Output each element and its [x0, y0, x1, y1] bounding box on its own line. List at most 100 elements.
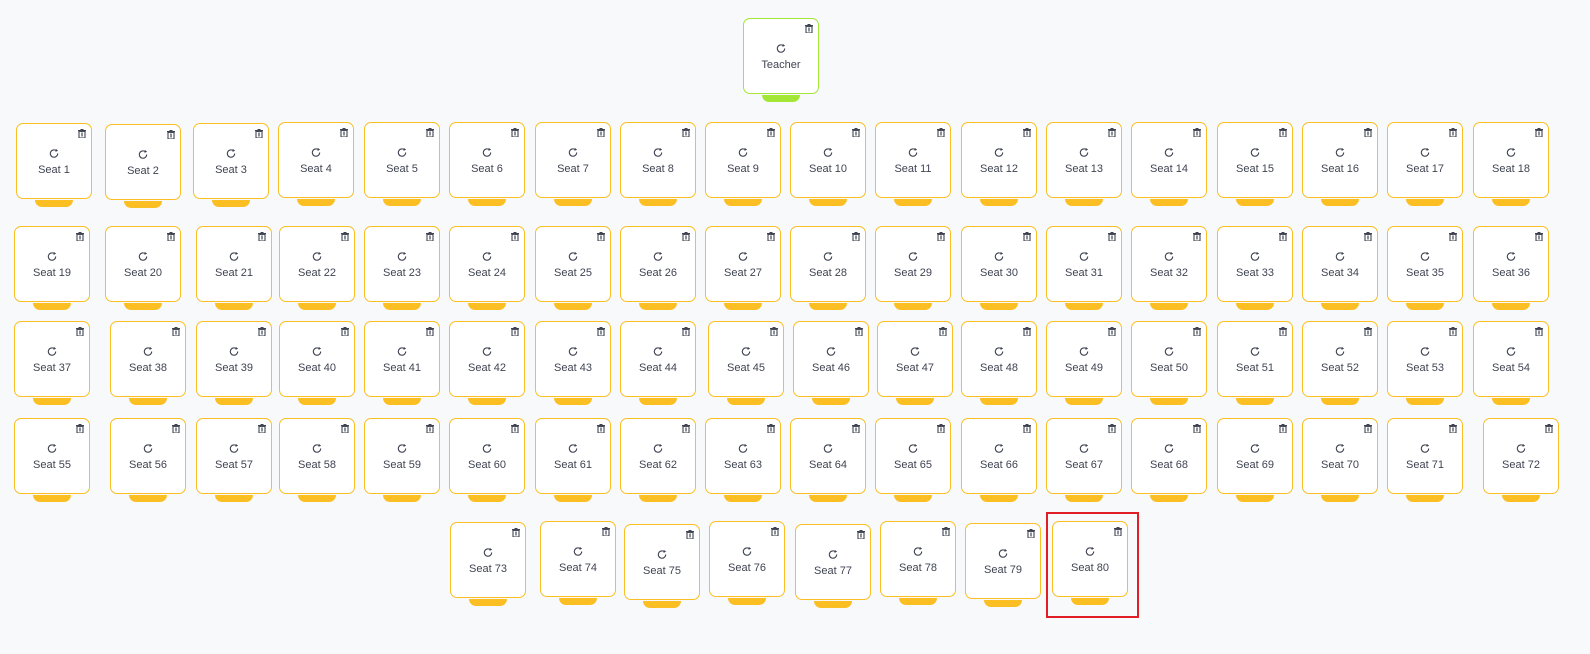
trash-icon[interactable]	[76, 424, 84, 433]
seat-49[interactable]: Seat 49	[1046, 321, 1122, 397]
rotate-cw-icon[interactable]	[47, 346, 58, 357]
seat-79[interactable]: Seat 79	[965, 523, 1041, 599]
seat-35[interactable]: Seat 35	[1387, 226, 1463, 302]
rotate-cw-icon[interactable]	[1335, 147, 1346, 158]
trash-icon[interactable]	[852, 128, 860, 137]
trash-icon[interactable]	[682, 327, 690, 336]
rotate-cw-icon[interactable]	[482, 147, 493, 158]
trash-icon[interactable]	[341, 232, 349, 241]
seat-57[interactable]: Seat 57	[196, 418, 272, 494]
seat-53[interactable]: Seat 53	[1387, 321, 1463, 397]
trash-icon[interactable]	[937, 232, 945, 241]
trash-icon[interactable]	[1023, 424, 1031, 433]
seat-77[interactable]: Seat 77	[795, 524, 871, 600]
trash-icon[interactable]	[1279, 327, 1287, 336]
seat-11[interactable]: Seat 11	[875, 122, 951, 198]
trash-icon[interactable]	[1279, 424, 1287, 433]
rotate-cw-icon[interactable]	[657, 549, 668, 560]
seat-4[interactable]: Seat 4	[278, 122, 354, 198]
seat-54[interactable]: Seat 54	[1473, 321, 1549, 397]
rotate-cw-icon[interactable]	[397, 147, 408, 158]
seat-2[interactable]: Seat 2	[105, 124, 181, 200]
seat-8[interactable]: Seat 8	[620, 122, 696, 198]
rotate-cw-icon[interactable]	[1164, 443, 1175, 454]
seat-14[interactable]: Seat 14	[1131, 122, 1207, 198]
seat-51[interactable]: Seat 51	[1217, 321, 1293, 397]
trash-icon[interactable]	[258, 424, 266, 433]
seat-39[interactable]: Seat 39	[196, 321, 272, 397]
trash-icon[interactable]	[767, 424, 775, 433]
rotate-cw-icon[interactable]	[998, 548, 1009, 559]
rotate-cw-icon[interactable]	[568, 251, 579, 262]
trash-icon[interactable]	[255, 129, 263, 138]
rotate-cw-icon[interactable]	[823, 147, 834, 158]
seat-44[interactable]: Seat 44	[620, 321, 696, 397]
trash-icon[interactable]	[682, 128, 690, 137]
trash-icon[interactable]	[770, 327, 778, 336]
seat-64[interactable]: Seat 64	[790, 418, 866, 494]
rotate-cw-icon[interactable]	[1506, 147, 1517, 158]
seat-33[interactable]: Seat 33	[1217, 226, 1293, 302]
trash-icon[interactable]	[341, 424, 349, 433]
trash-icon[interactable]	[167, 232, 175, 241]
seat-59[interactable]: Seat 59	[364, 418, 440, 494]
trash-icon[interactable]	[511, 232, 519, 241]
seat-3[interactable]: Seat 3	[193, 123, 269, 199]
trash-icon[interactable]	[1545, 424, 1553, 433]
trash-icon[interactable]	[511, 128, 519, 137]
seat-60[interactable]: Seat 60	[449, 418, 525, 494]
rotate-cw-icon[interactable]	[738, 443, 749, 454]
rotate-cw-icon[interactable]	[143, 346, 154, 357]
seat-15[interactable]: Seat 15	[1217, 122, 1293, 198]
seat-70[interactable]: Seat 70	[1302, 418, 1378, 494]
rotate-cw-icon[interactable]	[1335, 346, 1346, 357]
trash-icon[interactable]	[1108, 424, 1116, 433]
rotate-cw-icon[interactable]	[1420, 251, 1431, 262]
rotate-cw-icon[interactable]	[397, 346, 408, 357]
rotate-cw-icon[interactable]	[482, 443, 493, 454]
rotate-cw-icon[interactable]	[1250, 443, 1261, 454]
trash-icon[interactable]	[767, 128, 775, 137]
trash-icon[interactable]	[1108, 128, 1116, 137]
trash-icon[interactable]	[597, 424, 605, 433]
rotate-cw-icon[interactable]	[1164, 147, 1175, 158]
trash-icon[interactable]	[937, 424, 945, 433]
rotate-cw-icon[interactable]	[994, 443, 1005, 454]
trash-icon[interactable]	[1279, 232, 1287, 241]
rotate-cw-icon[interactable]	[1516, 443, 1527, 454]
rotate-cw-icon[interactable]	[483, 547, 494, 558]
seat-41[interactable]: Seat 41	[364, 321, 440, 397]
trash-icon[interactable]	[1193, 327, 1201, 336]
rotate-cw-icon[interactable]	[1250, 251, 1261, 262]
rotate-cw-icon[interactable]	[312, 346, 323, 357]
seat-10[interactable]: Seat 10	[790, 122, 866, 198]
seat-71[interactable]: Seat 71	[1387, 418, 1463, 494]
seat-36[interactable]: Seat 36	[1473, 226, 1549, 302]
seat-48[interactable]: Seat 48	[961, 321, 1037, 397]
trash-icon[interactable]	[172, 327, 180, 336]
rotate-cw-icon[interactable]	[138, 149, 149, 160]
trash-icon[interactable]	[805, 24, 813, 33]
rotate-cw-icon[interactable]	[229, 251, 240, 262]
seat-46[interactable]: Seat 46	[793, 321, 869, 397]
rotate-cw-icon[interactable]	[1085, 546, 1096, 557]
trash-icon[interactable]	[597, 232, 605, 241]
trash-icon[interactable]	[1449, 128, 1457, 137]
trash-icon[interactable]	[857, 530, 865, 539]
rotate-cw-icon[interactable]	[568, 443, 579, 454]
rotate-cw-icon[interactable]	[910, 346, 921, 357]
rotate-cw-icon[interactable]	[913, 546, 924, 557]
seat-24[interactable]: Seat 24	[449, 226, 525, 302]
trash-icon[interactable]	[852, 424, 860, 433]
trash-icon[interactable]	[511, 424, 519, 433]
trash-icon[interactable]	[937, 128, 945, 137]
seat-55[interactable]: Seat 55	[14, 418, 90, 494]
seat-50[interactable]: Seat 50	[1131, 321, 1207, 397]
seat-38[interactable]: Seat 38	[110, 321, 186, 397]
rotate-cw-icon[interactable]	[1506, 251, 1517, 262]
trash-icon[interactable]	[602, 527, 610, 536]
trash-icon[interactable]	[855, 327, 863, 336]
trash-icon[interactable]	[167, 130, 175, 139]
rotate-cw-icon[interactable]	[994, 147, 1005, 158]
rotate-cw-icon[interactable]	[738, 251, 749, 262]
